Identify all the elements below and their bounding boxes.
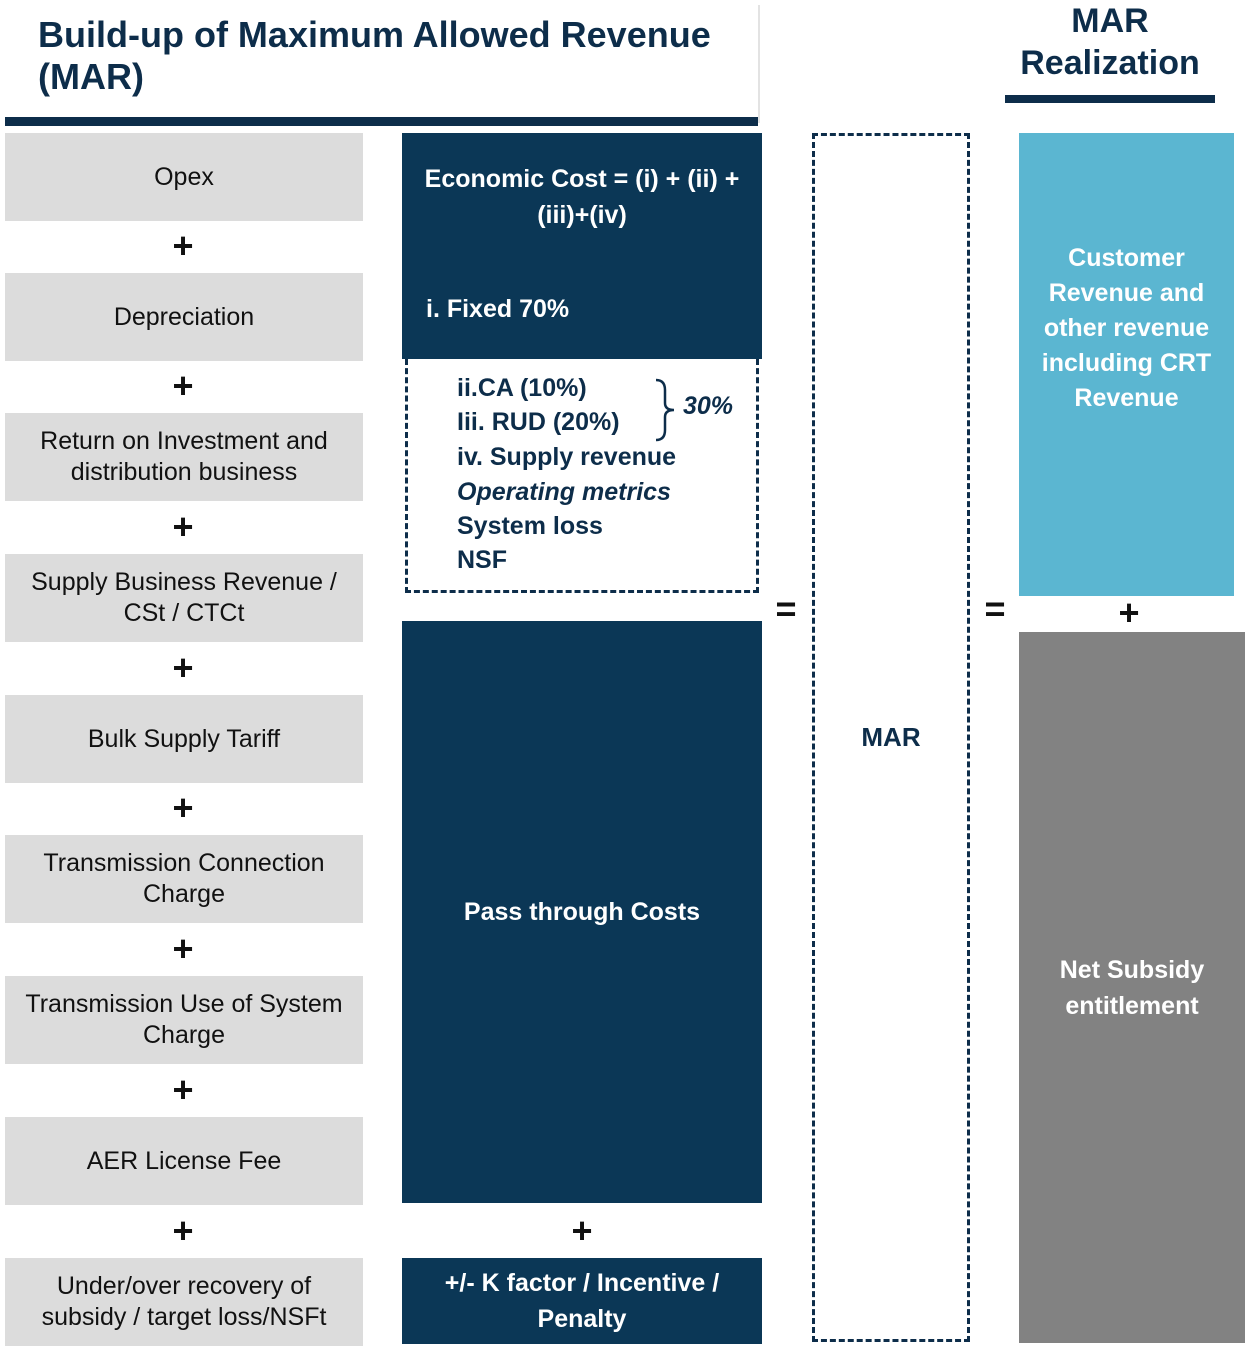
plus-sign: + [172,506,194,547]
k-factor-box: +/- K factor / Incentive / Penalty [402,1258,762,1344]
nsf-label: NSF [457,546,507,574]
pass-through-costs-box: Pass through Costs [402,621,762,1203]
fixed-component-label: i. Fixed 70% [426,295,570,323]
plus-sign: + [571,1210,593,1251]
transmission-use-of-system-box: Transmission Use of System Charge [5,976,363,1064]
supply-business-revenue-box: Supply Business Revenue / CSt / CTCt [5,554,363,642]
transmission-connection-charge-box: Transmission Connection Charge [5,835,363,923]
plus-sign: + [172,647,194,688]
system-loss-label: System loss [457,512,603,540]
realization-title: MAR Realization [1020,2,1200,82]
title-underline [5,117,758,126]
depreciation-box: Depreciation [5,273,363,361]
realization-underline [1005,95,1215,103]
plus-sign: + [172,1210,194,1251]
return-on-investment-box: Return on Investment and distribution bu… [5,413,363,501]
title-divider [758,5,760,123]
economic-cost-equation: Economic Cost = (i) + (ii) + (iii)+(iv) [424,165,740,229]
plus-sign: + [172,787,194,828]
bulk-supply-tariff-box: Bulk Supply Tariff [5,695,363,783]
net-subsidy-box: Net Subsidy entitlement [1019,632,1245,1343]
supply-revenue-label: iv. Supply revenue [457,443,677,471]
ca-component-label: ii.CA (10%) [457,374,587,402]
plus-sign: + [172,365,194,406]
diagram-title: Build-up of Maximum Allowed Revenue (MAR… [38,14,711,97]
operating-metrics-label: Operating metrics [457,478,671,506]
plus-sign: + [1118,592,1140,633]
rud-component-label: Iii. RUD (20%) [457,408,620,436]
equals-sign: = [775,588,797,629]
opex-box: Opex [5,133,363,221]
economic-cost-box: Economic Cost = (i) + (ii) + (iii)+(iv) … [402,133,762,359]
plus-sign: + [172,1069,194,1110]
mar-label: MAR [861,722,921,752]
plus-sign: + [172,928,194,969]
aer-license-fee-box: AER License Fee [5,1117,363,1205]
variable-share-label: 30% [683,392,734,420]
customer-revenue-box: Customer Revenue and other revenue inclu… [1019,133,1234,596]
equals-sign: = [984,588,1006,629]
mar-dashed-box [812,133,970,1342]
right-brace-icon [655,378,675,442]
plus-sign: + [172,225,194,266]
under-over-recovery-box: Under/over recovery of subsidy / target … [5,1258,363,1346]
variable-components-box [405,359,759,593]
